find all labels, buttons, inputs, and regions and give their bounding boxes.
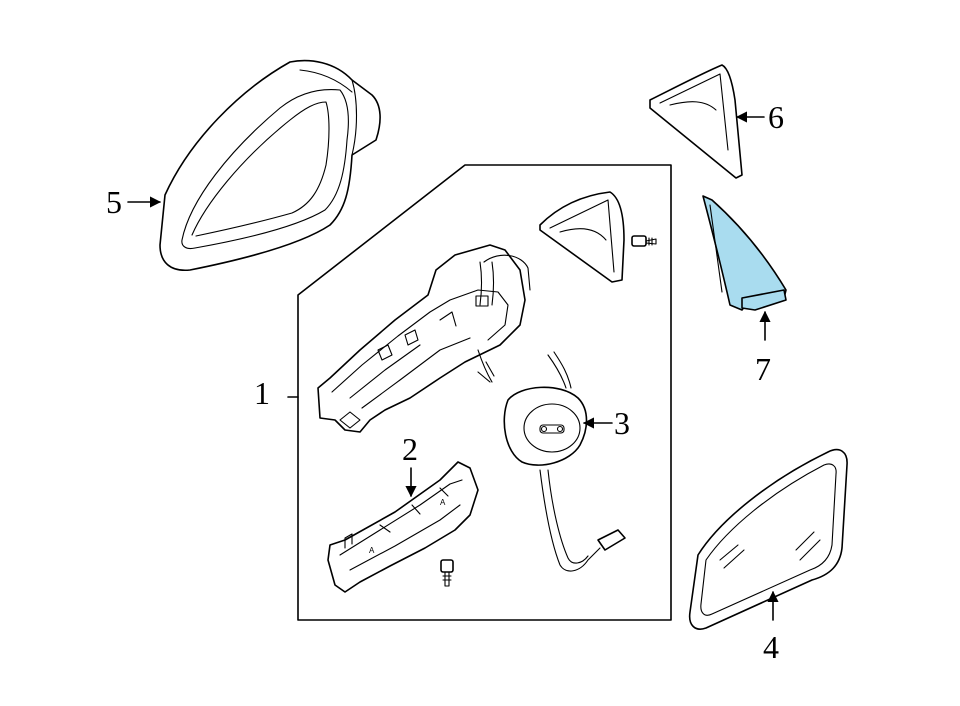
part-2-mark-a2: A — [440, 498, 446, 507]
callout-2-label: 2 — [402, 431, 418, 467]
part-3-mirror-motor[interactable] — [503, 351, 626, 572]
callout-7-label: 7 — [755, 351, 771, 387]
part-2-mark-a1: A — [369, 546, 375, 555]
part-2-lower-trim[interactable]: A A — [327, 461, 479, 593]
part-6-cap[interactable] — [649, 64, 743, 179]
callout-5-label: 5 — [106, 184, 122, 220]
screw-top[interactable] — [631, 235, 657, 247]
callout-1-label: 1 — [254, 375, 270, 411]
screw-bottom[interactable] — [440, 559, 454, 587]
callout-4-label: 4 — [763, 629, 779, 665]
callout-3-label: 3 — [614, 405, 630, 441]
part-1-mirror-bracket[interactable] — [317, 244, 531, 433]
part-5-mirror-cover[interactable] — [159, 59, 381, 271]
assembly-boundary — [297, 164, 672, 621]
callout-6-label: 6 — [768, 99, 784, 135]
inner-cap[interactable] — [539, 191, 625, 283]
part-4-mirror-glass[interactable] — [688, 448, 848, 630]
part-7-cap-highlighted[interactable] — [702, 195, 787, 311]
